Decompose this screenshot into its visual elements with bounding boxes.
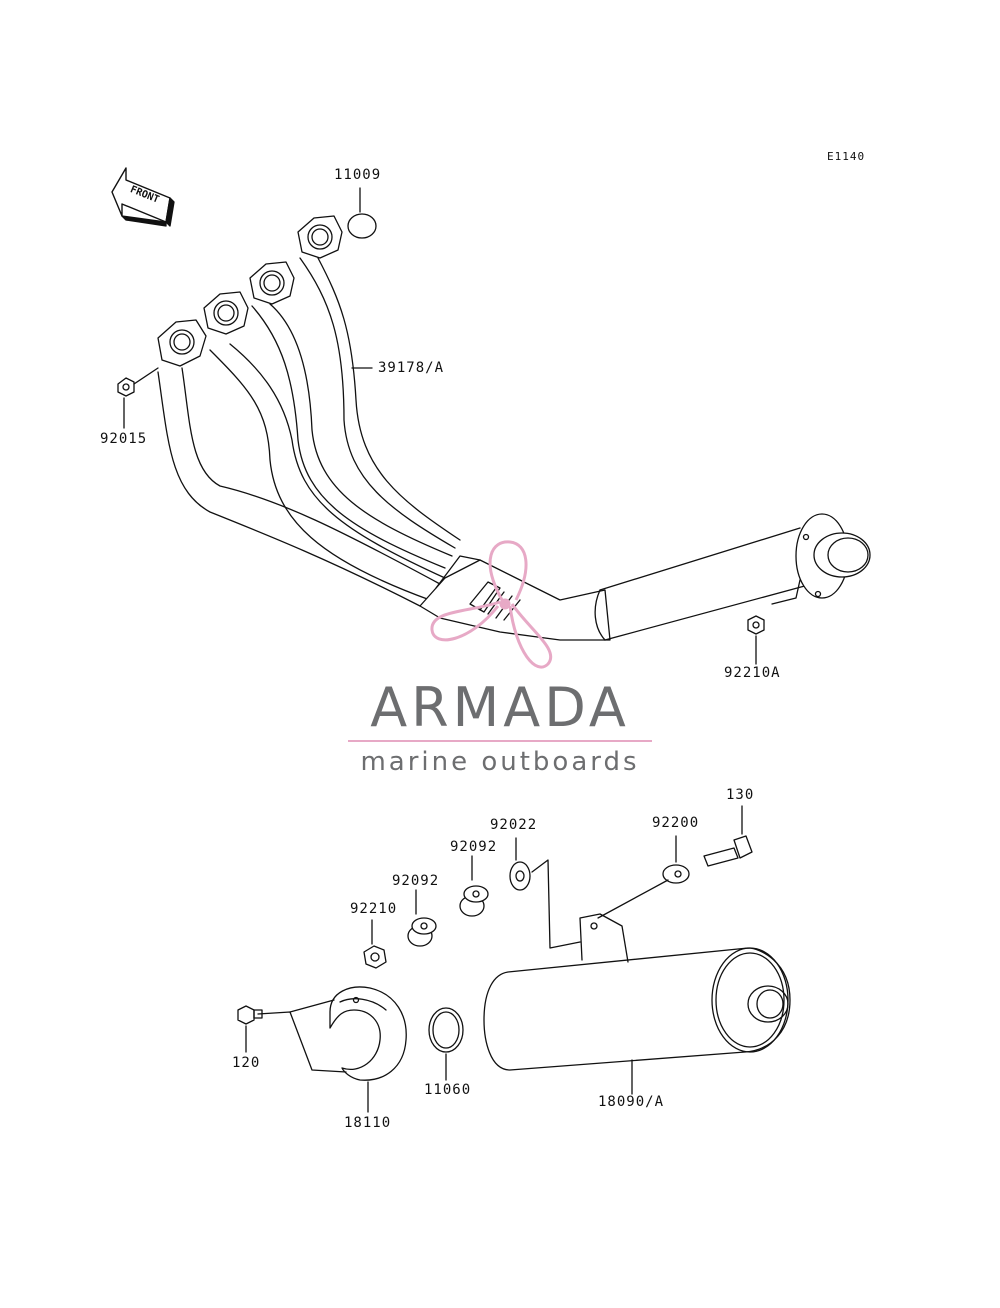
part-label-92015[interactable]: 92015 (100, 431, 148, 447)
part-label-130[interactable]: 130 (726, 787, 755, 803)
flange-3 (249, 261, 295, 305)
gasket-11009 (347, 213, 377, 239)
part-label-11009[interactable]: 11009 (334, 167, 382, 183)
exhaust-header-pipe (157, 215, 871, 641)
brand-tagline: marine outboards (360, 747, 640, 777)
washer-92200 (597, 835, 690, 919)
washer-92022 (509, 837, 581, 949)
bolt-120 (237, 1005, 263, 1053)
brand-divider (348, 740, 652, 742)
part-label-11060[interactable]: 11060 (424, 1082, 472, 1098)
bolt-130 (703, 805, 753, 867)
part-label-92210[interactable]: 92210 (350, 901, 398, 917)
part-label-39178-a[interactable]: 39178/A (378, 360, 445, 376)
figure-code: E1140 (827, 150, 866, 163)
part-label-18110[interactable]: 18110 (344, 1115, 392, 1131)
armada-watermark: ARMADA marine outboards (348, 680, 652, 776)
gasket-11060 (428, 1007, 464, 1053)
grommet-92092-upper (459, 855, 489, 917)
part-label-92092-lower[interactable]: 92092 (392, 873, 440, 889)
armada-logo-icon (430, 540, 553, 669)
part-label-92022[interactable]: 92022 (490, 817, 538, 833)
heat-shield-18110 (257, 986, 407, 1113)
flange-2 (203, 291, 249, 335)
part-label-92200[interactable]: 92200 (652, 815, 700, 831)
nut-92015 (117, 367, 159, 429)
muffler-18090 (483, 913, 791, 1095)
nut-92210 (363, 919, 387, 969)
front-arrow-icon: FRONT (111, 167, 175, 227)
part-label-92092-upper[interactable]: 92092 (450, 839, 498, 855)
brand-name: ARMADA (370, 676, 630, 739)
part-label-92210a[interactable]: 92210A (724, 665, 781, 681)
part-label-120[interactable]: 120 (232, 1055, 261, 1071)
nut-92210A (747, 615, 765, 665)
flange-4 (297, 215, 343, 259)
part-label-18090-a[interactable]: 18090/A (598, 1094, 665, 1110)
grommet-92092-lower (407, 889, 437, 947)
flange-1 (157, 319, 207, 367)
